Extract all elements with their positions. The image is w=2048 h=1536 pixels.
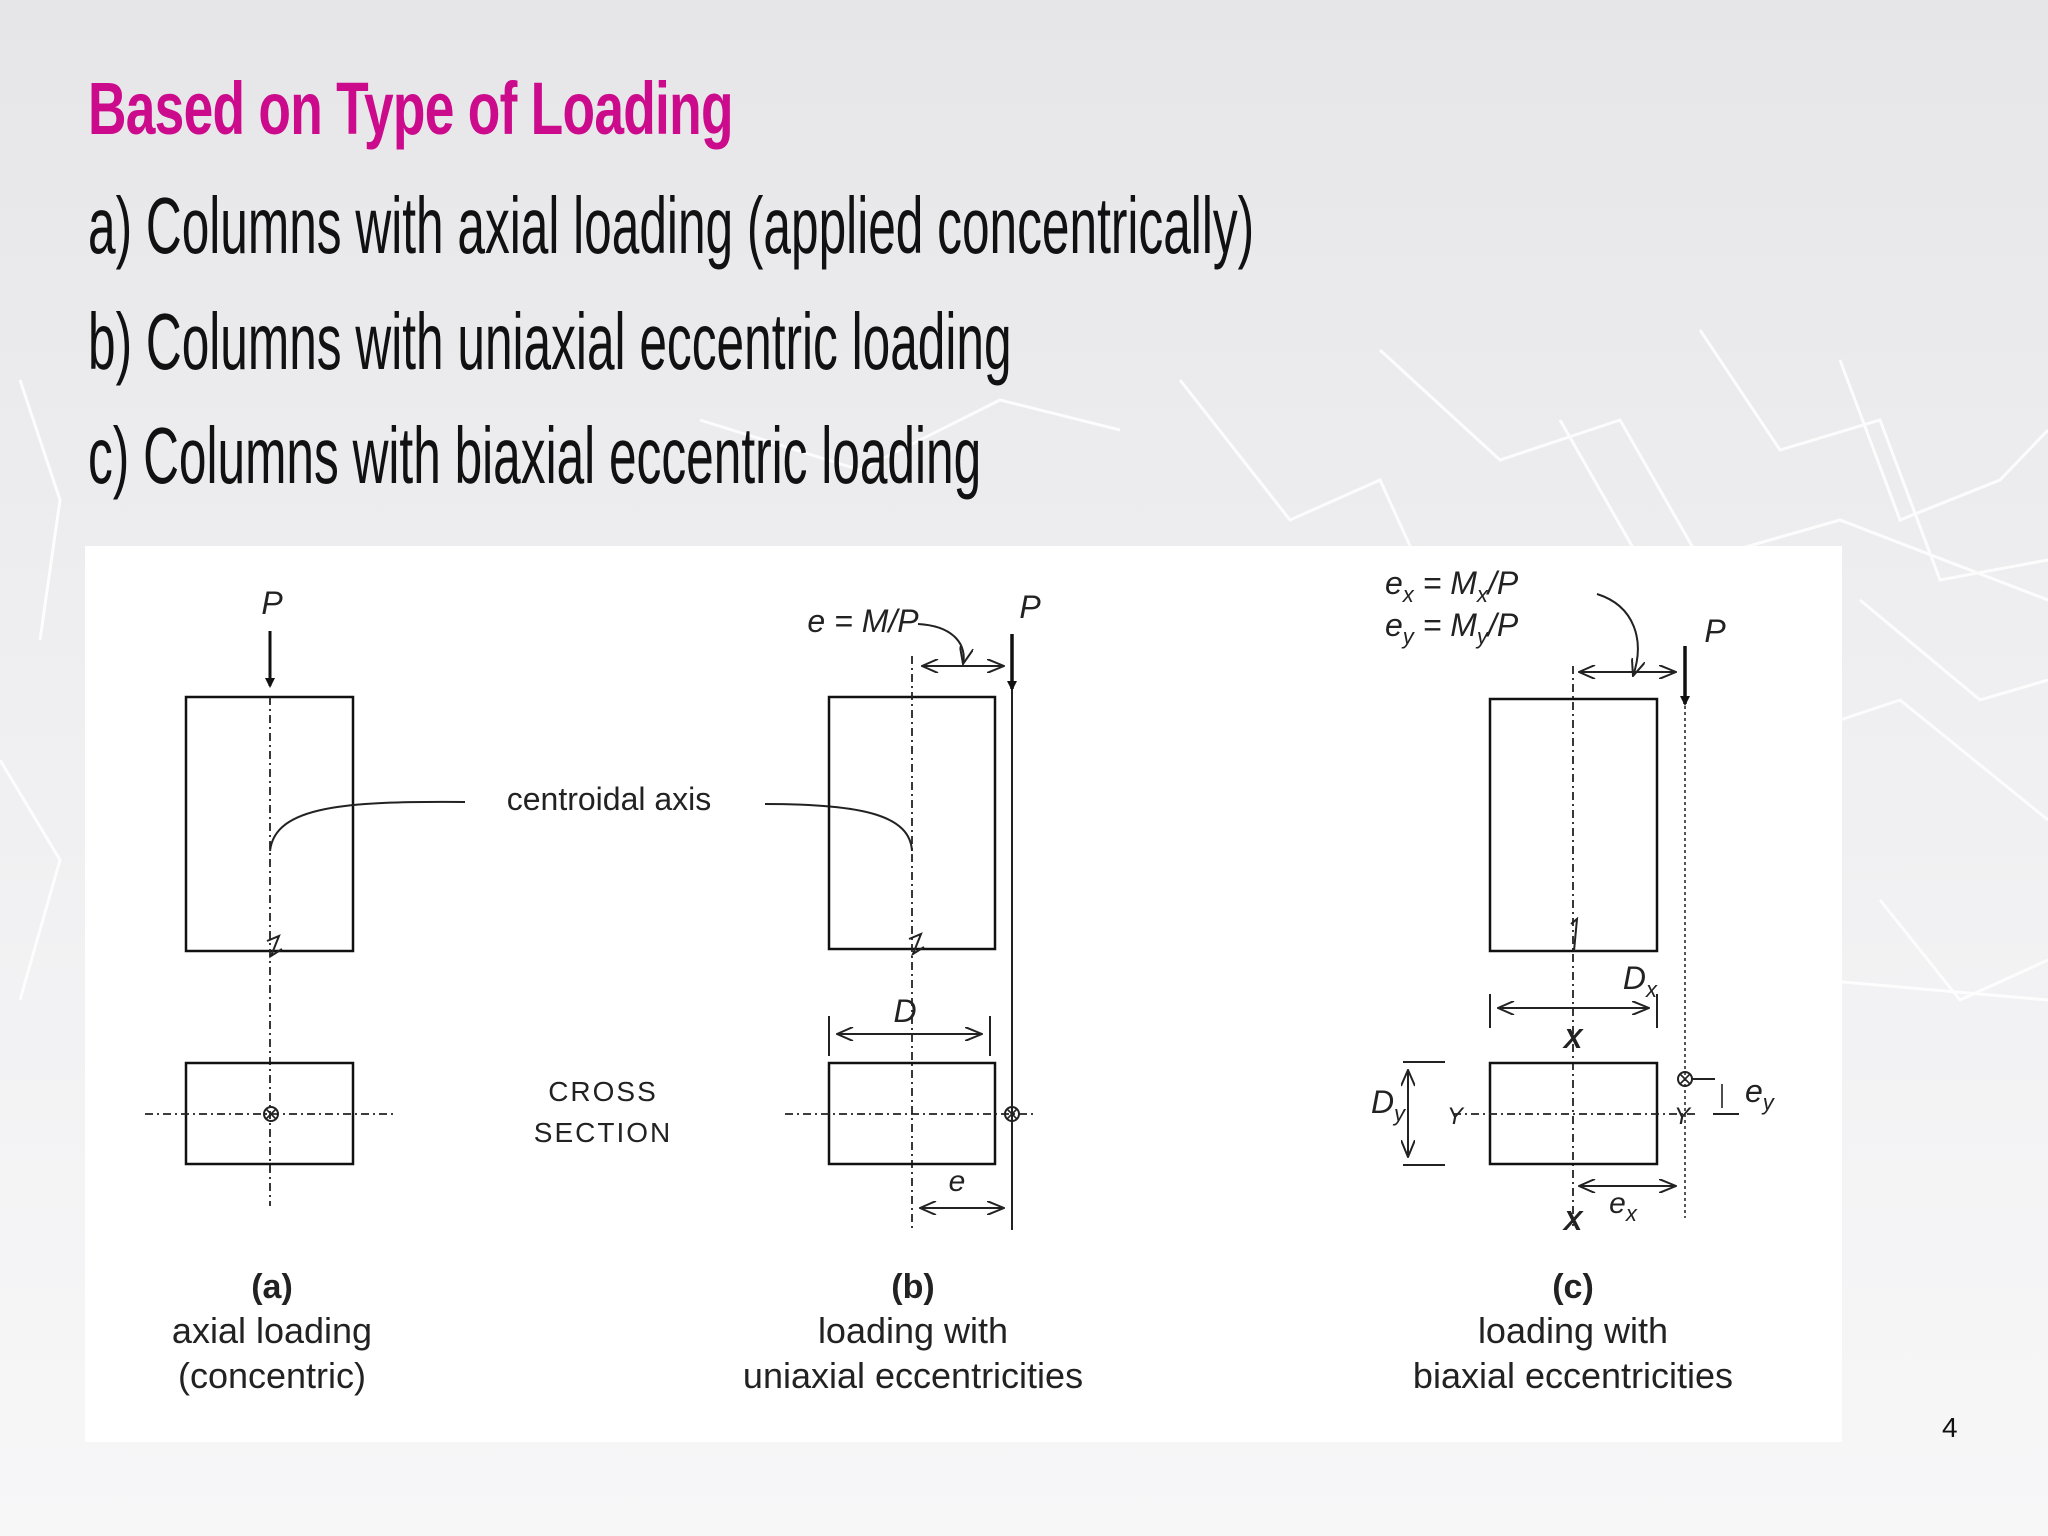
- depth-label-b: D: [893, 993, 916, 1029]
- centroidal-axis-label: centroidal axis: [507, 781, 712, 817]
- load-label-b: P: [1019, 589, 1041, 625]
- diagram-a-axial: P (a) axial loading (concentric): [145, 585, 395, 1396]
- column-elevation-c: [1488, 697, 1659, 953]
- axis-x-top-c: X: [1562, 1023, 1585, 1054]
- slide-title: Based on Type of Loading: [88, 67, 734, 150]
- caption-letter-b: (b): [891, 1268, 934, 1306]
- ex-formula-c: ex = Mx/P: [1385, 565, 1519, 607]
- load-point-cross-b: [1006, 1108, 1018, 1120]
- bullet-uniaxial-loading: b) Columns with uniaxial eccentric loadi…: [88, 297, 1012, 386]
- dy-label-c: Dy: [1371, 1084, 1407, 1126]
- formula-leader-b: [917, 623, 964, 664]
- load-point-cross-c: [1679, 1073, 1691, 1085]
- callout-leader-right: [764, 803, 913, 852]
- load-point-cross-a: [265, 1108, 277, 1120]
- caption-line1-a: axial loading: [172, 1310, 372, 1351]
- caption-line2-b: uniaxial eccentricities: [743, 1355, 1083, 1396]
- bullet-biaxial-loading: c) Columns with biaxial eccentric loadin…: [88, 411, 982, 500]
- ey-label-c: ey: [1745, 1073, 1776, 1115]
- diagram-c-biaxial: ex = Mx/P ey = My/P P Dx X Y Y Dy: [1371, 565, 1776, 1396]
- ex-label-c: ex: [1609, 1187, 1638, 1226]
- load-label-c: P: [1704, 613, 1726, 649]
- bullet-axial-loading: a) Columns with axial loading (applied c…: [88, 181, 1255, 270]
- page-number: 4: [1942, 1412, 1958, 1443]
- load-point-a: [263, 1106, 279, 1122]
- ey-formula-c: ey = My/P: [1385, 607, 1519, 649]
- axis-y-right-c: Y: [1674, 1103, 1692, 1130]
- break-symbol-a: [266, 934, 283, 959]
- centroidal-axis-callout: centroidal axis CROSS SECTION: [269, 781, 913, 1148]
- axis-x-bottom-c: X: [1562, 1205, 1585, 1236]
- caption-line2-a: (concentric): [178, 1355, 366, 1396]
- load-point-b: [1004, 1106, 1020, 1122]
- caption-letter-c: (c): [1552, 1268, 1594, 1306]
- column-loading-figure: P (a) axial loading (concentric) centroi…: [85, 546, 1842, 1442]
- cross-section-label-line2: SECTION: [534, 1117, 672, 1148]
- axis-y-left-c: Y: [1447, 1103, 1465, 1130]
- caption-line2-c: biaxial eccentricities: [1413, 1355, 1733, 1396]
- caption-line1-b: loading with: [818, 1310, 1008, 1351]
- ecc-label-b: e: [949, 1165, 966, 1198]
- load-label-a: P: [261, 585, 283, 621]
- callout-leader-left: [269, 800, 466, 852]
- caption-line1-c: loading with: [1478, 1310, 1668, 1351]
- break-symbol-b: [908, 932, 925, 957]
- eccentricity-formula-b: e = M/P: [807, 603, 919, 639]
- cross-section-label-line1: CROSS: [548, 1076, 658, 1107]
- dx-label-c: Dx: [1623, 960, 1658, 1002]
- formula-leader-c: [1596, 593, 1638, 676]
- diagram-b-uniaxial: P e = M/P D e (b) loading with uniaxial …: [743, 589, 1083, 1396]
- caption-letter-a: (a): [251, 1268, 293, 1306]
- break-symbol-c: [1570, 916, 1579, 952]
- column-loading-diagram: P (a) axial loading (concentric) centroi…: [145, 565, 1776, 1396]
